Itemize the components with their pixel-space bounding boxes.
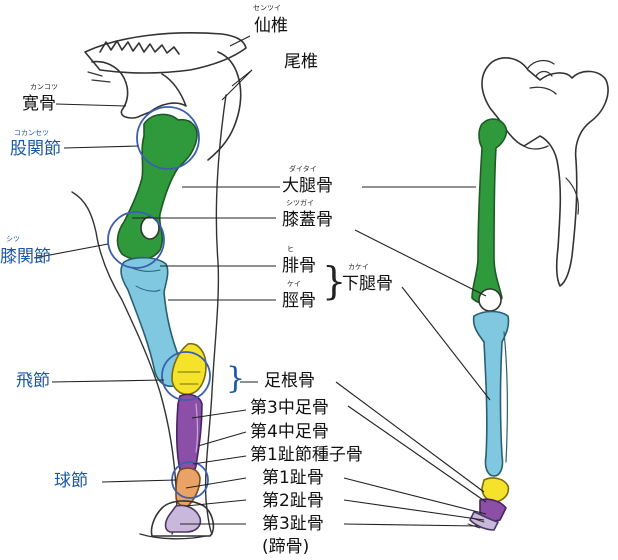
sacrum-ruby: センツイ [253, 5, 281, 12]
hock-label: 飛節 [16, 373, 50, 390]
tibia-ruby: ケイ [287, 281, 301, 288]
sesamoid-label: 第1趾節種子骨 [250, 447, 363, 464]
horse-coffin-bone [166, 506, 201, 533]
hip-bone-label: 寛骨 [22, 96, 56, 113]
phalanx-3-label: 第3趾骨 [262, 516, 324, 533]
tail-vertebrae-label: 尾椎 [284, 54, 318, 71]
femur-ruby: ダイタイ [289, 166, 317, 173]
patella-ruby: シツガイ [286, 200, 314, 207]
hip-bone-ruby: カンコツ [30, 84, 58, 91]
patella-label: 膝蓋骨 [282, 212, 333, 229]
knee-joint-ruby: シツ [6, 236, 20, 243]
phalanx-1-label: 第1趾骨 [262, 470, 324, 487]
knee-joint-label: 膝関節 [0, 249, 51, 266]
lower-leg-ruby: カケイ [348, 264, 369, 271]
tibia-label: 脛骨 [282, 293, 316, 310]
hip-joint-label: 股関節 [10, 141, 61, 158]
horse-spine [85, 33, 246, 73]
human-tibia [474, 312, 509, 477]
metatarsal-4-label: 第4中足骨 [250, 424, 329, 441]
sacrum-label: 仙椎 [254, 18, 288, 35]
metatarsal-3-label: 第3中足骨 [250, 400, 329, 417]
phalanx-2-label: 第2趾骨 [262, 493, 324, 510]
tarsal-bones-label: 足根骨 [264, 373, 315, 390]
hip-joint-ruby: コカンセツ [14, 130, 49, 137]
coffin-bone-label: (蹄骨) [262, 539, 309, 556]
fibula-ruby: ヒ [287, 246, 294, 253]
tarsal-brace: } [226, 364, 245, 394]
fetlock-label: 球節 [54, 473, 88, 490]
human-pelvis [482, 58, 608, 286]
femur-label: 大腿骨 [282, 178, 333, 195]
lower-leg-label: 下腿骨 [342, 276, 393, 293]
fibula-label: 腓骨 [282, 258, 316, 275]
human-patella [479, 289, 501, 311]
human-femur [472, 119, 506, 304]
human-tarsals [482, 478, 508, 502]
